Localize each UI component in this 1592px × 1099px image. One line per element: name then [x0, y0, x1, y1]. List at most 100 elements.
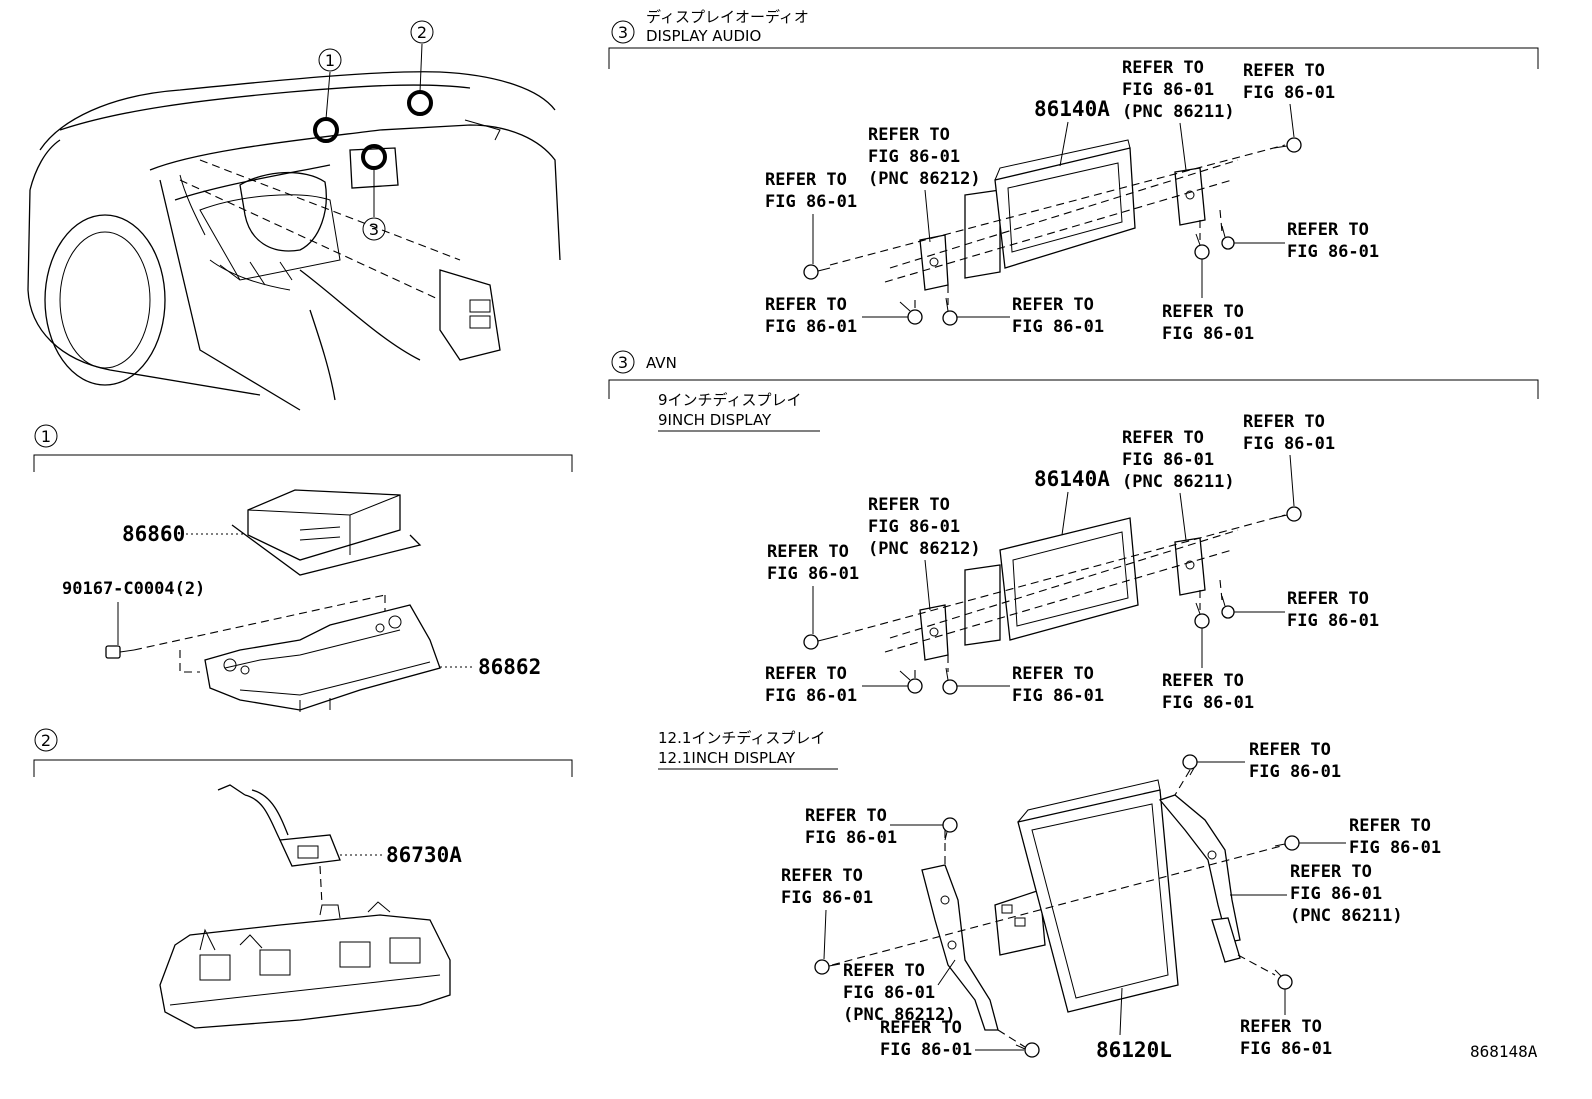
display-86140A-da-illustration [964, 139, 1136, 279]
ref-121-bottom-right: REFER TO FIG 86-01 [1240, 989, 1332, 1059]
bolt-121-3-icon [1274, 835, 1300, 851]
svg-text:FIG 86-01: FIG 86-01 [1240, 1039, 1332, 1059]
overhead-console-illustration [159, 901, 451, 1029]
svg-text:REFER TO: REFER TO [1249, 740, 1331, 760]
ref-121-bottom-mid: REFER TO FIG 86-01 [880, 1018, 1024, 1060]
part-86140A-da: 86140A [1034, 97, 1110, 121]
svg-text:REFER TO: REFER TO [1349, 816, 1431, 836]
bolt-da-2-icon [1273, 137, 1302, 153]
ref-da-left: REFER TO FIG 86-01 [765, 170, 857, 264]
avn-121-title-en: 12.1INCH DISPLAY [658, 749, 796, 767]
bolt-da-1-icon [803, 264, 831, 280]
svg-text:(PNC 86211): (PNC 86211) [1122, 472, 1235, 492]
ref-avn-bottom-mid: REFER TO FIG 86-01 [957, 664, 1104, 706]
svg-text:FIG 86-01: FIG 86-01 [1243, 434, 1335, 454]
svg-text:REFER TO: REFER TO [1240, 1017, 1322, 1037]
ref-da-top-left: REFER TO FIG 86-01 (PNC 86212) [868, 125, 981, 243]
ref-avn-right: REFER TO FIG 86-01 [1234, 589, 1379, 631]
callout-3-text: 3 [369, 220, 379, 239]
display-audio-title-jp: ディスプレイオーディオ [646, 8, 809, 26]
svg-text:REFER TO: REFER TO [1162, 302, 1244, 322]
svg-text:FIG 86-01: FIG 86-01 [1162, 693, 1254, 713]
section-2-number: 2 [41, 731, 51, 750]
svg-text:REFER TO: REFER TO [1122, 428, 1204, 448]
svg-text:REFER TO: REFER TO [1287, 589, 1369, 609]
section-avn: 3 AVN 9インチディスプレイ 9INCH DISPLAY 86140A [608, 350, 1539, 713]
bolt-avn-1-icon [803, 634, 831, 650]
ref-avn-top-mid: REFER TO FIG 86-01 (PNC 86211) [1122, 428, 1235, 541]
ref-121-left: REFER TO FIG 86-01 [781, 866, 873, 960]
bolt-avn-5-icon [1194, 602, 1210, 629]
display-86120L-illustration [994, 779, 1179, 1013]
part-86730A: 86730A [386, 843, 462, 867]
avn-9-title-en: 9INCH DISPLAY [658, 411, 772, 429]
bolt-da-6-icon [1221, 225, 1235, 250]
display-audio-title-en: DISPLAY AUDIO [646, 27, 761, 45]
part-86120L: 86120L [1096, 1038, 1172, 1062]
sensor-86730A-illustration [217, 784, 341, 867]
display-86140A-avn-illustration [964, 517, 1139, 646]
right-bracket-da [1174, 167, 1206, 226]
part-86860: 86860 [122, 522, 185, 546]
svg-text:REFER TO: REFER TO [1012, 664, 1094, 684]
ref-da-top-mid: REFER TO FIG 86-01 (PNC 86211) [1122, 58, 1235, 171]
svg-text:REFER TO: REFER TO [868, 125, 950, 145]
bolt-da-4-icon [942, 297, 958, 326]
svg-text:(PNC 86211): (PNC 86211) [1122, 102, 1235, 122]
svg-text:FIG 86-01: FIG 86-01 [1162, 324, 1254, 344]
svg-text:REFER TO: REFER TO [868, 495, 950, 515]
left-bracket-avn [919, 604, 949, 661]
bolt-avn-6-icon [1221, 595, 1235, 619]
bolt-avn-4-icon [942, 667, 958, 695]
bolt-121-4-icon [814, 959, 841, 975]
ref-121-top-right: REFER TO FIG 86-01 [1197, 740, 1341, 782]
svg-text:FIG 86-01: FIG 86-01 [868, 517, 960, 537]
svg-text:REFER TO: REFER TO [1122, 58, 1204, 78]
ref-da-bottom-right: REFER TO FIG 86-01 [1162, 259, 1254, 344]
bolt-avn-2-icon [1273, 506, 1302, 522]
svg-text:FIG 86-01: FIG 86-01 [880, 1040, 972, 1060]
section-display-audio: 3 ディスプレイオーディオ DISPLAY AUDIO 86140A [608, 8, 1539, 344]
right-bracket-121 [1158, 794, 1241, 963]
bolt-da-3-icon [899, 301, 923, 325]
svg-text:REFER TO: REFER TO [1012, 295, 1094, 315]
svg-text:REFER TO: REFER TO [1243, 412, 1325, 432]
ref-da-bottom-mid: REFER TO FIG 86-01 [957, 295, 1104, 337]
left-bracket-da [919, 234, 949, 291]
svg-text:FIG 86-01: FIG 86-01 [765, 192, 857, 212]
svg-text:FIG 86-01: FIG 86-01 [781, 888, 873, 908]
ref-da-top-right: REFER TO FIG 86-01 [1243, 61, 1335, 138]
ref-121-right-pnc: REFER TO FIG 86-01 (PNC 86211) [1230, 862, 1403, 926]
svg-text:FIG 86-01: FIG 86-01 [1287, 242, 1379, 262]
bolt-da-5-icon [1194, 233, 1210, 260]
svg-text:FIG 86-01: FIG 86-01 [765, 686, 857, 706]
svg-text:REFER TO: REFER TO [765, 664, 847, 684]
car-interior-illustration [27, 71, 561, 411]
svg-text:(PNC 86212): (PNC 86212) [868, 539, 981, 559]
display-audio-number: 3 [618, 23, 628, 42]
svg-text:REFER TO: REFER TO [1243, 61, 1325, 81]
svg-text:REFER TO: REFER TO [765, 295, 847, 315]
section-2: 2 86730A [33, 728, 573, 1029]
svg-text:(PNC 86212): (PNC 86212) [868, 169, 981, 189]
ref-121-bottom-left-pnc: REFER TO FIG 86-01 (PNC 86212) [843, 959, 956, 1025]
ref-avn-top-right: REFER TO FIG 86-01 [1243, 412, 1335, 507]
svg-text:FIG 86-01: FIG 86-01 [1249, 762, 1341, 782]
svg-text:FIG 86-01: FIG 86-01 [1122, 450, 1214, 470]
avn-number: 3 [618, 353, 628, 372]
ref-avn-left: REFER TO FIG 86-01 [767, 542, 859, 634]
svg-text:REFER TO: REFER TO [1290, 862, 1372, 882]
svg-text:FIG 86-01: FIG 86-01 [1122, 80, 1214, 100]
bracket-86862-illustration [204, 604, 441, 712]
svg-text:FIG 86-01: FIG 86-01 [765, 317, 857, 337]
right-bracket-avn [1174, 537, 1206, 596]
ref-avn-bottom-left: REFER TO FIG 86-01 [765, 664, 908, 706]
svg-text:FIG 86-01: FIG 86-01 [1012, 686, 1104, 706]
ref-121-upper-left: REFER TO FIG 86-01 [805, 806, 943, 848]
svg-text:(PNC 86211): (PNC 86211) [1290, 906, 1403, 926]
callout-3 [362, 217, 386, 241]
svg-text:REFER TO: REFER TO [843, 961, 925, 981]
part-86140A-avn: 86140A [1034, 467, 1110, 491]
svg-text:REFER TO: REFER TO [765, 170, 847, 190]
